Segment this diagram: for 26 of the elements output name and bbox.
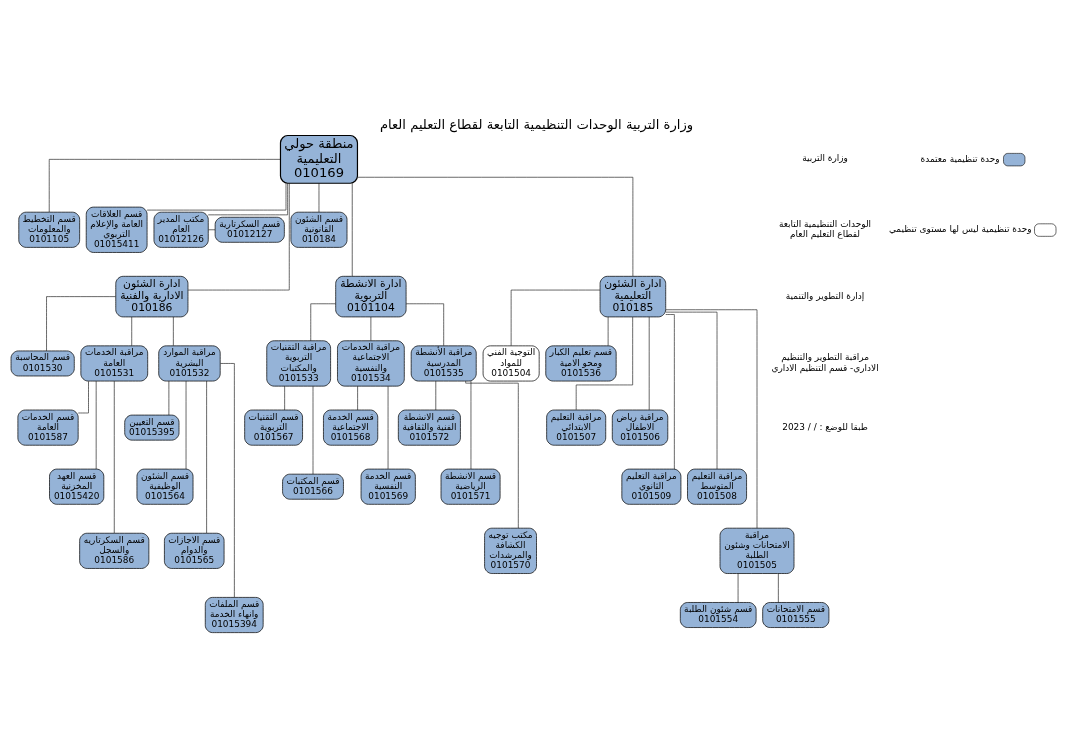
connector [737, 573, 739, 603]
connector [357, 385, 358, 411]
connector [310, 303, 336, 342]
connector [146, 182, 287, 211]
label: مراقبة التطوير والتنظيم الاداري- قسم التنظيم الاداري [771, 352, 879, 373]
connector [357, 176, 634, 277]
connector [351, 182, 353, 277]
connector [284, 385, 285, 411]
legend-label: وحدة تنظيمية معتمدة [920, 153, 1000, 164]
connector [665, 309, 758, 529]
label: وزارة التربية [802, 153, 848, 164]
connector [778, 573, 779, 603]
connector [220, 363, 235, 598]
label: طبقا للوضع : / / 2023 [782, 421, 868, 432]
connector [318, 183, 320, 213]
connector [46, 296, 116, 352]
connector [665, 311, 718, 470]
connector [207, 183, 288, 216]
connector [187, 183, 290, 291]
diagram-title: وزارة التربية الوحدات التنظيمية التابعة لقطاع التعليم العام [379, 117, 694, 133]
connector [48, 159, 281, 213]
legend-label: وحدة تنظيمية ليس لها مستوى تنظيمي [888, 224, 1032, 235]
connector [95, 380, 97, 470]
connector [206, 380, 207, 534]
label: الوحدات التنظيمية التابعة لقطاع التعليم العام [778, 218, 872, 239]
label: إدارة التطوير والتنمية [785, 290, 865, 301]
